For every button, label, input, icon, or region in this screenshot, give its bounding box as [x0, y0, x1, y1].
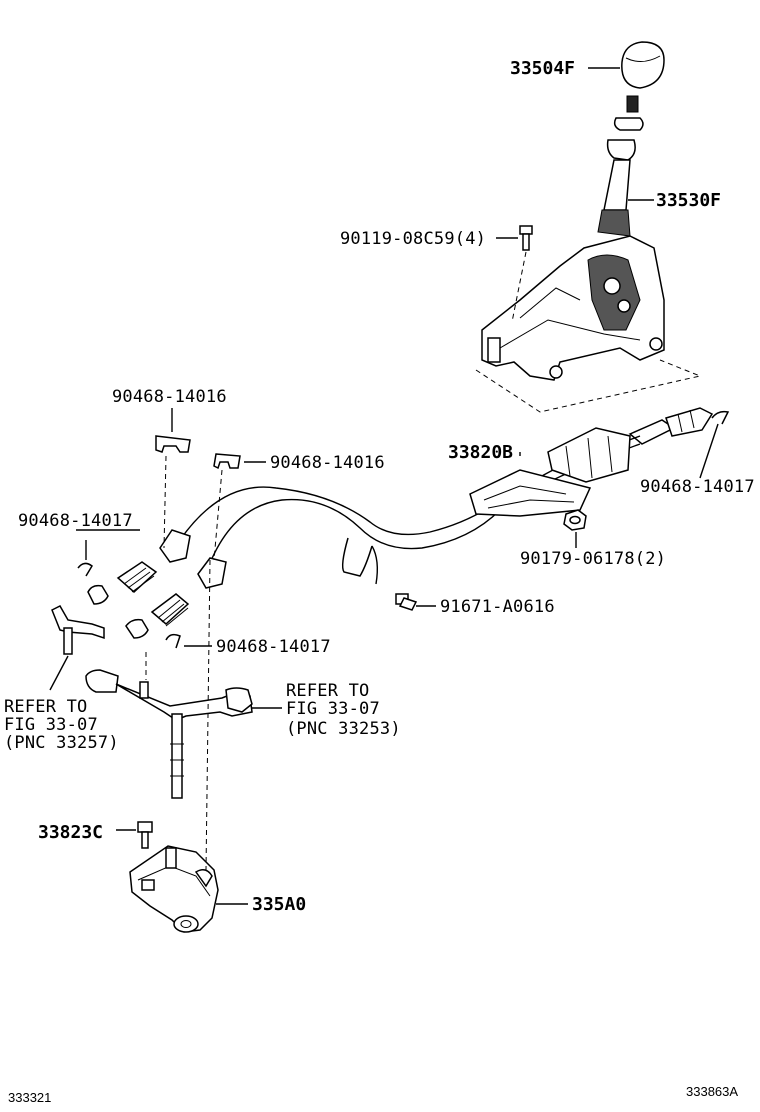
label-cable-assy: 33820B: [448, 442, 513, 463]
clip-mid[interactable]: [213, 453, 241, 470]
clip-lower[interactable]: [165, 633, 181, 649]
label-ref-right-3[interactable]: (PNC 33253): [286, 719, 401, 739]
label-clip-mid: 90468-14016: [270, 453, 385, 473]
clip-mid-guide: [213, 469, 223, 561]
label-ref-right-2[interactable]: FIG 33-07: [286, 699, 380, 719]
cable-bracket[interactable]: [129, 845, 219, 933]
label-clip-left: 90468-14017: [18, 511, 133, 531]
label-lever-bolt: 90119-08C59(4): [340, 229, 486, 249]
label-clip-top-left: 90468-14016: [112, 387, 227, 407]
clip-right[interactable]: [711, 410, 730, 425]
shift-knob[interactable]: [621, 41, 665, 113]
bracket-bolt[interactable]: [137, 821, 153, 849]
mounting-plane: [475, 359, 702, 413]
label-clip-lower: 90468-14017: [216, 637, 331, 657]
small-bracket-left[interactable]: [51, 605, 105, 655]
label-small-bolt: 91671-A0616: [440, 597, 555, 617]
leader-ref-left: [49, 655, 69, 691]
label-nut: 90179-06178(2): [520, 549, 666, 569]
cable-end-lower[interactable]: [125, 557, 227, 639]
shift-lever-housing[interactable]: [481, 235, 665, 381]
footer-left-code: 333321: [8, 1090, 51, 1105]
label-bracket-bolt: 33823C: [38, 822, 103, 843]
label-ref-right-1[interactable]: REFER TO: [286, 681, 369, 701]
cable-end-upper[interactable]: [87, 529, 191, 605]
leader-clip-left: [76, 529, 140, 560]
footer-right-code: 333863A: [686, 1084, 738, 1099]
cable-right-end[interactable]: [628, 407, 714, 445]
label-knob: 33504F: [510, 58, 575, 79]
label-bracket: 335A0: [252, 894, 306, 915]
lever-bolt[interactable]: [519, 225, 533, 251]
label-lever: 33530F: [656, 190, 721, 211]
label-clip-right: 90468-14017: [640, 477, 755, 497]
cable-assembly[interactable]: [179, 427, 641, 585]
label-ref-left-2[interactable]: FIG 33-07: [4, 715, 98, 735]
clip-left[interactable]: [77, 562, 93, 577]
clip-top-left[interactable]: [155, 435, 191, 453]
clip-top-left-guide: [163, 455, 167, 549]
shift-lever[interactable]: [597, 117, 644, 237]
leader-clip-right: [699, 423, 719, 479]
select-lever-assembly[interactable]: [85, 669, 253, 799]
cable-guide-line: [205, 559, 211, 871]
bolt-guide-line: [511, 251, 527, 323]
label-ref-left-3[interactable]: (PNC 33257): [4, 733, 119, 753]
small-bolt[interactable]: [395, 593, 418, 611]
nut[interactable]: [563, 509, 587, 531]
label-ref-left-1[interactable]: REFER TO: [4, 697, 87, 717]
